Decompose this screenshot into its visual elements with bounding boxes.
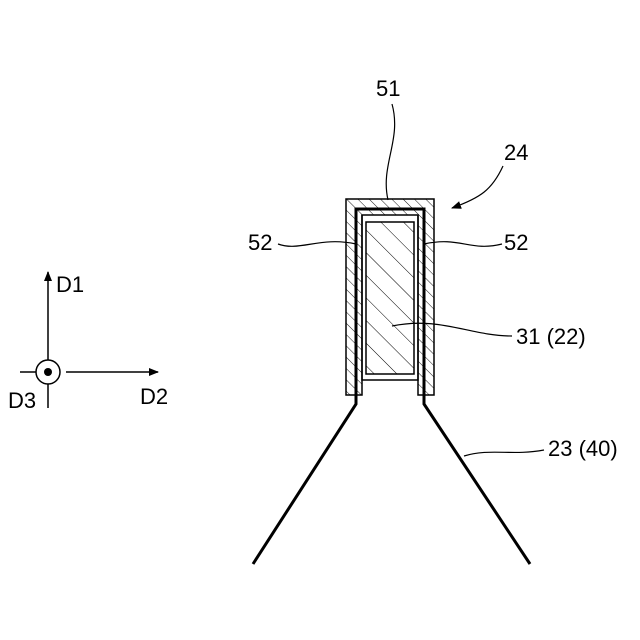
inner-element — [366, 222, 414, 374]
label-51: 51 — [376, 76, 400, 101]
axis-label-d2: D2 — [140, 384, 168, 409]
axis-label-d1: D1 — [56, 272, 84, 297]
label-52-left: 52 — [248, 230, 272, 255]
leader-51 — [386, 104, 394, 200]
leader-52-left — [278, 242, 356, 247]
leader-24 — [452, 166, 503, 208]
axis-label-d3: D3 — [8, 388, 36, 413]
label-23-40: 23 (40) — [548, 436, 618, 461]
axis-d3-dot — [44, 368, 52, 376]
label-31-22: 31 (22) — [516, 324, 586, 349]
axis-indicator: D1 D2 D3 — [8, 272, 168, 413]
leader-23-40 — [464, 450, 544, 456]
label-24: 24 — [504, 140, 528, 165]
label-52-right: 52 — [504, 230, 528, 255]
leader-52-right — [424, 242, 502, 247]
